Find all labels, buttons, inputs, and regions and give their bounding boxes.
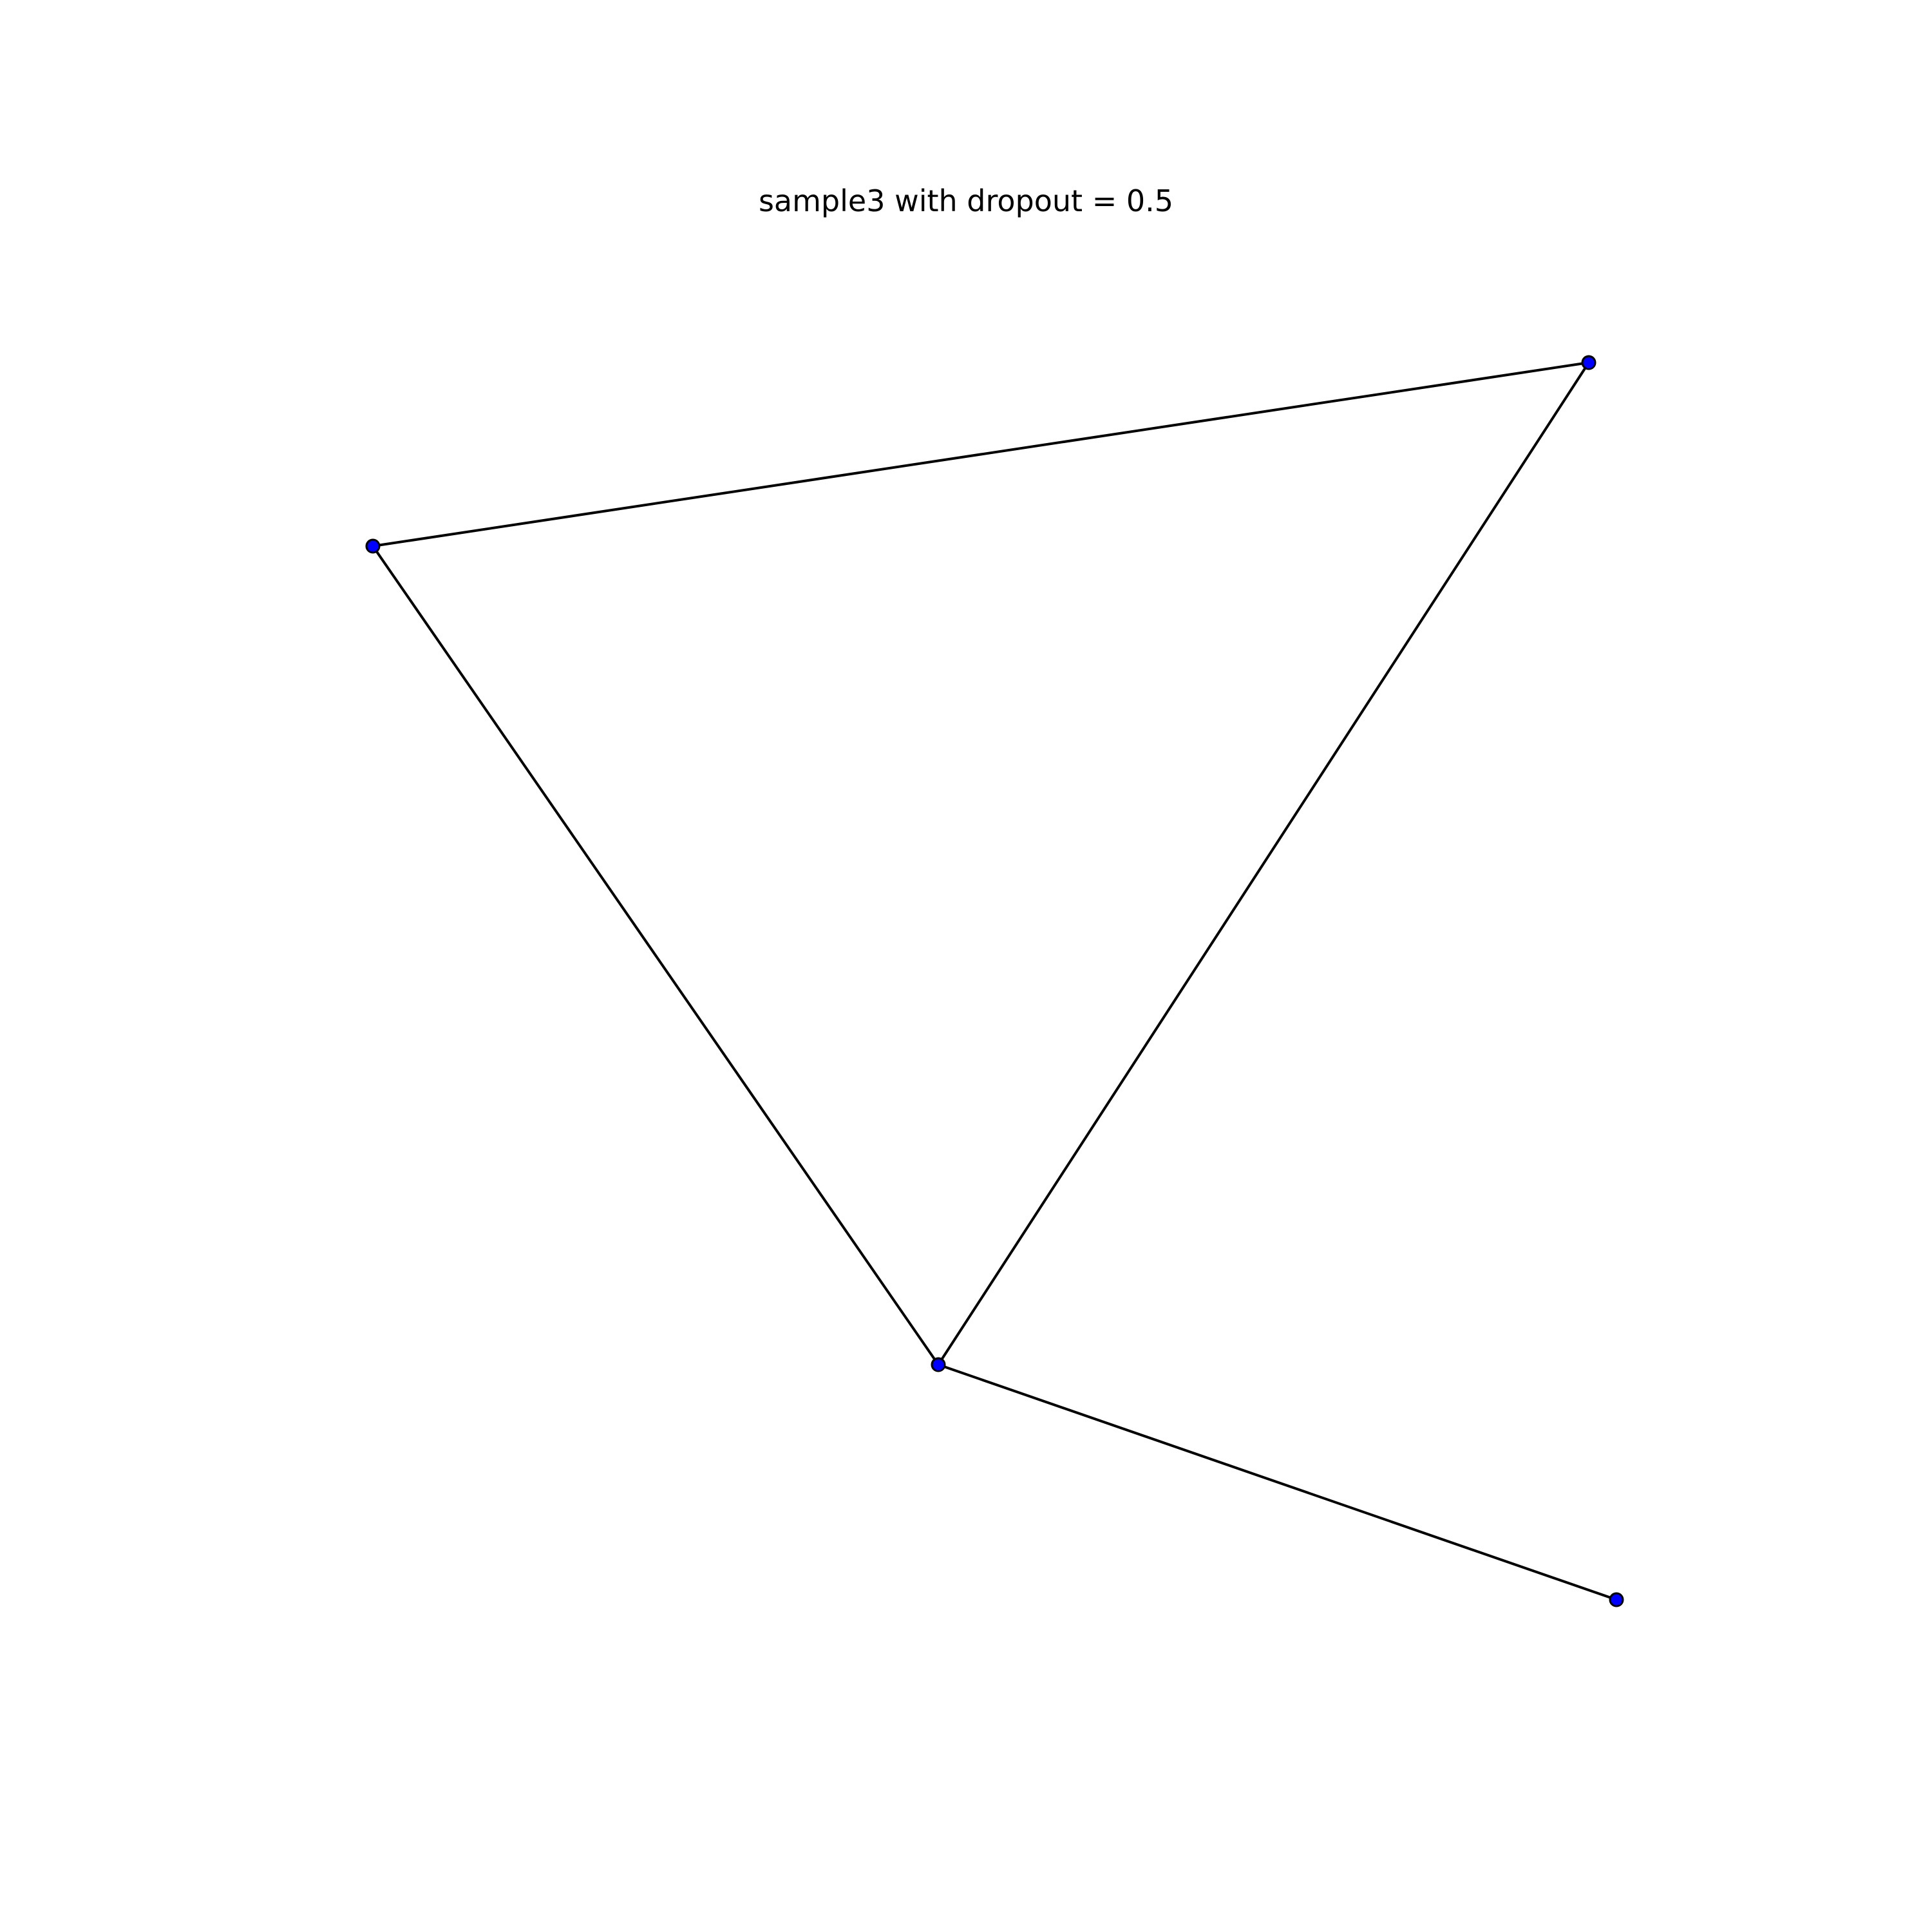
edge-1-2 — [372, 361, 1589, 547]
nodes — [365, 355, 1624, 1607]
node-4 — [1609, 1592, 1624, 1607]
edge-2-3 — [937, 361, 1590, 1366]
node-3 — [931, 1357, 946, 1372]
edges — [372, 361, 1617, 1601]
node-1 — [365, 538, 381, 554]
figure-title: sample3 with dropout = 0.5 — [758, 184, 1174, 218]
node-2 — [1581, 355, 1596, 370]
edge-1-3 — [372, 545, 940, 1366]
edge-3-4 — [938, 1363, 1617, 1601]
